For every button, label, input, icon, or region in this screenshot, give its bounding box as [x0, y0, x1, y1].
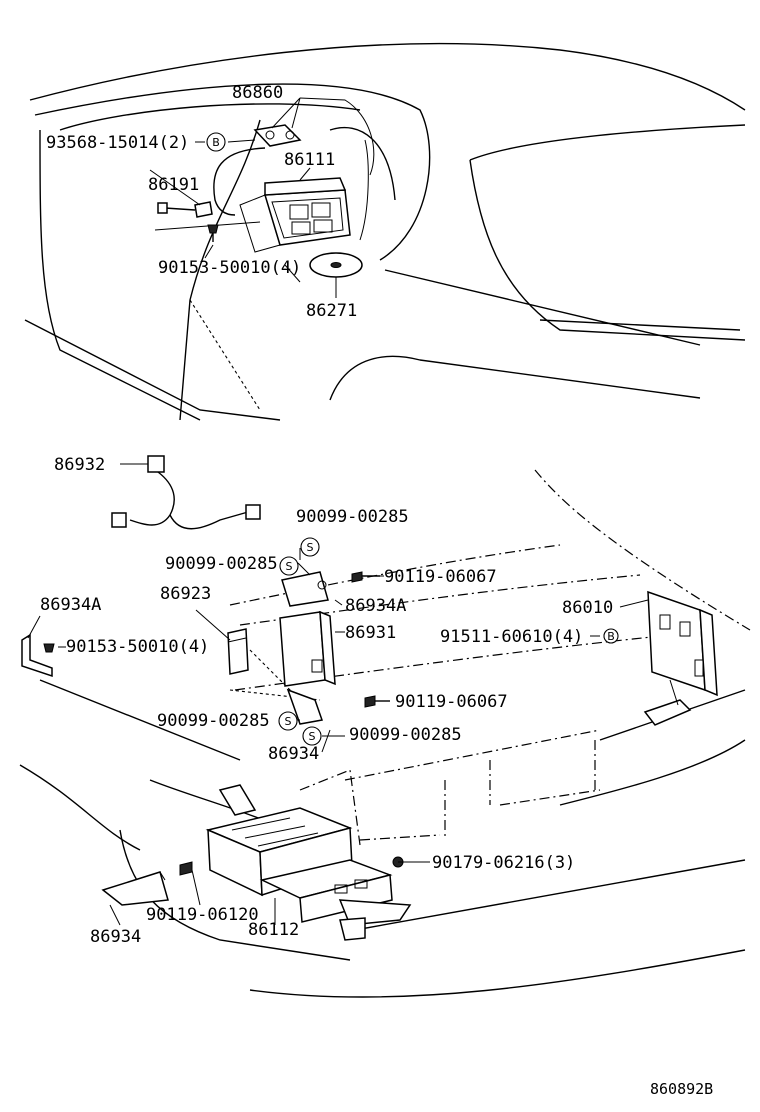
- antenna-bracket: [253, 124, 302, 147]
- amplifier-86010: [603, 590, 718, 726]
- screw-90153-top: [207, 224, 219, 242]
- label-90099-00285-c: 90099-00285: [157, 711, 270, 731]
- label-90099-00285-a: 90099-00285: [296, 507, 409, 527]
- label-86932: 86932: [54, 455, 105, 475]
- leaders-top: [149, 97, 375, 298]
- cable-86191: [157, 147, 266, 218]
- s-symbol-3: S: [278, 711, 298, 731]
- label-86010: 86010: [562, 598, 613, 618]
- label-86923: 86923: [160, 584, 211, 604]
- b-symbol-text: B: [212, 136, 220, 149]
- trunk-outline: [19, 469, 751, 998]
- label-90119-06067-a: 90119-06067: [384, 567, 497, 587]
- diagram-code: 860892B: [650, 1080, 713, 1098]
- s-symbol-4-text: S: [309, 730, 316, 743]
- label-86931: 86931: [345, 623, 396, 643]
- dashboard-outline: [24, 42, 746, 421]
- label-90119-06120: 90119-06120: [146, 905, 259, 925]
- label-86111: 86111: [284, 150, 335, 170]
- label-93568-15014: 93568-15014(2): [46, 133, 189, 153]
- s-symbol-3-text: S: [285, 715, 292, 728]
- screw-90119-06067-lower: [364, 695, 390, 708]
- b-symbol: B: [206, 132, 226, 152]
- screw-90119-06067-upper: [351, 571, 380, 583]
- label-86934A-left: 86934A: [40, 595, 101, 615]
- b-symbol-2-text: B: [607, 630, 615, 643]
- b-symbol-2: B: [603, 628, 619, 644]
- head-unit: [239, 177, 351, 253]
- label-91511-60610: 91511-60610(4): [440, 627, 583, 647]
- label-86860: 86860: [232, 83, 283, 103]
- label-86934-lower: 86934: [90, 927, 141, 947]
- label-86112: 86112: [248, 920, 299, 940]
- label-90179-06216: 90179-06216(3): [432, 853, 575, 873]
- s-symbol-1: S: [300, 537, 320, 557]
- module-86931: [279, 610, 336, 687]
- bracket-86934A-left: [21, 615, 55, 678]
- disc-86271: [309, 252, 363, 278]
- label-86271: 86271: [306, 301, 357, 321]
- bracket-86934: [286, 688, 323, 725]
- label-90099-00285-b: 90099-00285: [165, 554, 278, 574]
- s-symbol-4: S: [302, 726, 322, 746]
- label-90153-50010-bottom: 90153-50010(4): [66, 637, 209, 657]
- module-86923: [227, 628, 249, 675]
- s-symbol-2: S: [279, 556, 299, 576]
- s-symbol-2-text: S: [286, 560, 293, 573]
- bracket-86934A-right: [281, 571, 329, 607]
- label-86191: 86191: [148, 175, 199, 195]
- changer-86112: [205, 784, 412, 941]
- leaders-bottom: [58, 463, 649, 926]
- label-90153-50010-top: 90153-50010(4): [158, 258, 301, 278]
- s-symbol-1-text: S: [307, 541, 314, 554]
- label-86934A-right: 86934A: [345, 596, 406, 616]
- harness-86932: [111, 455, 261, 530]
- label-90119-06067-b: 90119-06067: [395, 692, 508, 712]
- label-86934: 86934: [268, 744, 319, 764]
- label-90099-00285-d: 90099-00285: [349, 725, 462, 745]
